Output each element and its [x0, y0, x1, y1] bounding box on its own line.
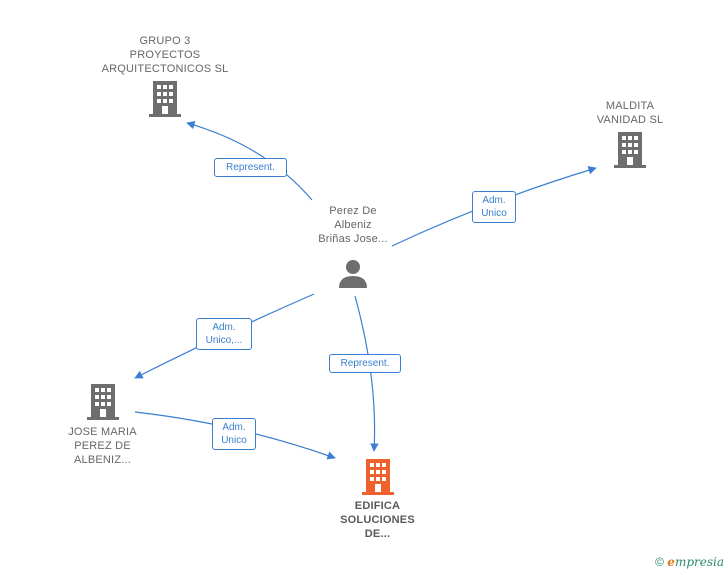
edge-label-perez-maldita[interactable]: Adm. Unico	[472, 191, 516, 223]
node-grupo3[interactable]: GRUPO 3 PROYECTOS ARQUITECTONICOS SL	[90, 34, 240, 117]
copyright-symbol: ©	[655, 555, 664, 569]
edge-label-perez-edifica[interactable]: Represent.	[329, 354, 401, 373]
edge-label-perez-josemaria[interactable]: Adm. Unico,...	[196, 318, 252, 350]
building-icon	[149, 81, 181, 117]
building-icon	[361, 459, 394, 495]
node-perez[interactable]: Perez De Albeniz Briñas Jose...	[298, 204, 408, 288]
node-maldita-label: MALDITA VANIDAD SL	[596, 100, 664, 126]
edge-label-josemaria-edifica[interactable]: Adm. Unico	[212, 418, 256, 450]
edge-label-perez-grupo3[interactable]: Represent.	[214, 158, 287, 177]
node-maldita[interactable]: MALDITA VANIDAD SL	[580, 99, 680, 168]
edge-perez-edifica	[354, 295, 379, 452]
footer-brand: © empresia	[655, 555, 724, 569]
node-josemaria[interactable]: JOSE MARIA PEREZ DE ALBENIZ...	[50, 384, 155, 467]
edge-perez-grupo3	[186, 121, 313, 201]
node-grupo3-label: GRUPO 3 PROYECTOS ARQUITECTONICOS SL	[101, 35, 229, 75]
node-josemaria-label: JOSE MARIA PEREZ DE ALBENIZ...	[68, 426, 137, 466]
node-edifica[interactable]: EDIFICA SOLUCIONES DE...	[325, 459, 430, 541]
node-edifica-label: EDIFICA SOLUCIONES DE...	[340, 500, 415, 540]
node-perez-label: Perez De Albeniz Briñas Jose...	[318, 205, 388, 245]
building-icon	[614, 132, 646, 168]
person-icon	[339, 260, 367, 288]
empresia-logo: empresia	[667, 555, 724, 569]
building-icon	[86, 384, 119, 420]
